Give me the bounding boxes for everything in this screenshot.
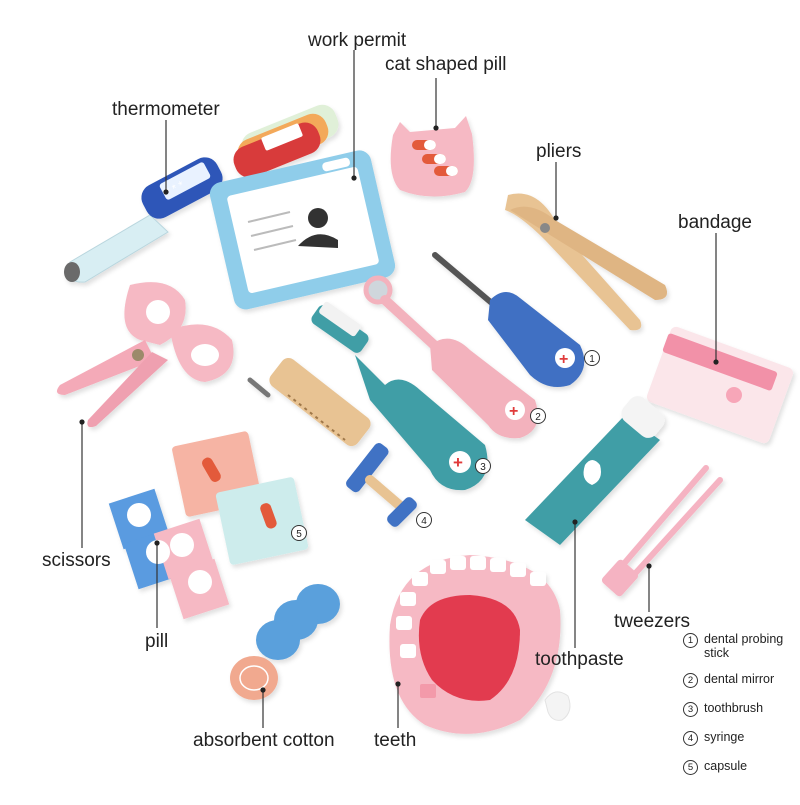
label-scissors: scissors [42,550,111,571]
sticker-sheet [233,104,339,178]
bandage-pack [646,326,794,444]
marker-4: 4 [416,512,432,528]
label-toothpaste: toothpaste [535,649,624,670]
leader-dots [79,125,719,693]
label-pliers: pliers [536,141,582,162]
legend-item-2: 2 dental mirror [683,672,774,688]
label-bandage: bandage [678,212,752,233]
pliers-toy [505,193,668,331]
legend-text-4: syringe [704,730,745,744]
legend-number-1: 1 [683,633,698,648]
pill-strip [108,488,230,620]
leader-lines [81,50,717,728]
label-cat-shaped-pill: cat shaped pill [385,54,507,75]
marker-1: 1 [584,350,600,366]
marker-5: 5 [291,525,307,541]
legend-text-5: capsule [704,759,748,773]
tweezers-toy [601,465,723,597]
label-teeth: teeth [374,730,417,751]
legend-number-3: 3 [683,702,698,717]
legend-item-5: 5 capsule [683,759,747,775]
legend-text-2: dental mirror [704,672,775,686]
label-absorbent-cotton: absorbent cotton [193,730,335,751]
syringe-toy [247,357,417,527]
legend-number-5: 5 [683,760,698,775]
absorbent-cotton-stack [230,584,340,700]
marker-1-text: 1 [589,354,595,365]
svg-text:+: + [509,403,518,420]
marker-3-text: 3 [480,462,486,473]
label-thermometer: thermometer [112,99,220,120]
cat-shaped-pill-tray [390,116,474,197]
capsule-cards [172,431,309,565]
svg-text:+: + [559,351,568,368]
legend-text-3: toothbrush [704,701,764,715]
marker-3: 3 [475,458,491,474]
marker-5-text: 5 [296,529,302,540]
marker-2: 2 [530,408,546,424]
legend-text-1: dental probing stick [704,632,784,660]
dental-mirror-toy: + [363,275,538,439]
label-tweezers: tweezers [614,611,691,632]
thermometer-toy: * * * [64,157,223,283]
marker-2-text: 2 [535,412,541,423]
svg-text:+: + [453,453,463,472]
dental-probing-stick-toy: + [432,252,585,388]
toothbrush-toy: + [311,301,488,491]
legend-item-4: 4 syringe [683,730,744,746]
teeth-model [389,555,561,734]
legend-number-4: 4 [683,731,698,746]
toothpaste-tube [525,396,665,545]
work-permit-card [209,150,396,310]
label-pill: pill [145,631,169,652]
scissors-toy [56,282,234,428]
legend-item-1: 1 dental probing stick [683,632,794,660]
marker-4-text: 4 [421,516,427,527]
label-work-permit: work permit [308,30,407,51]
legend-item-3: 3 toothbrush [683,701,763,717]
legend-number-2: 2 [683,673,698,688]
loose-tooth [544,691,571,721]
